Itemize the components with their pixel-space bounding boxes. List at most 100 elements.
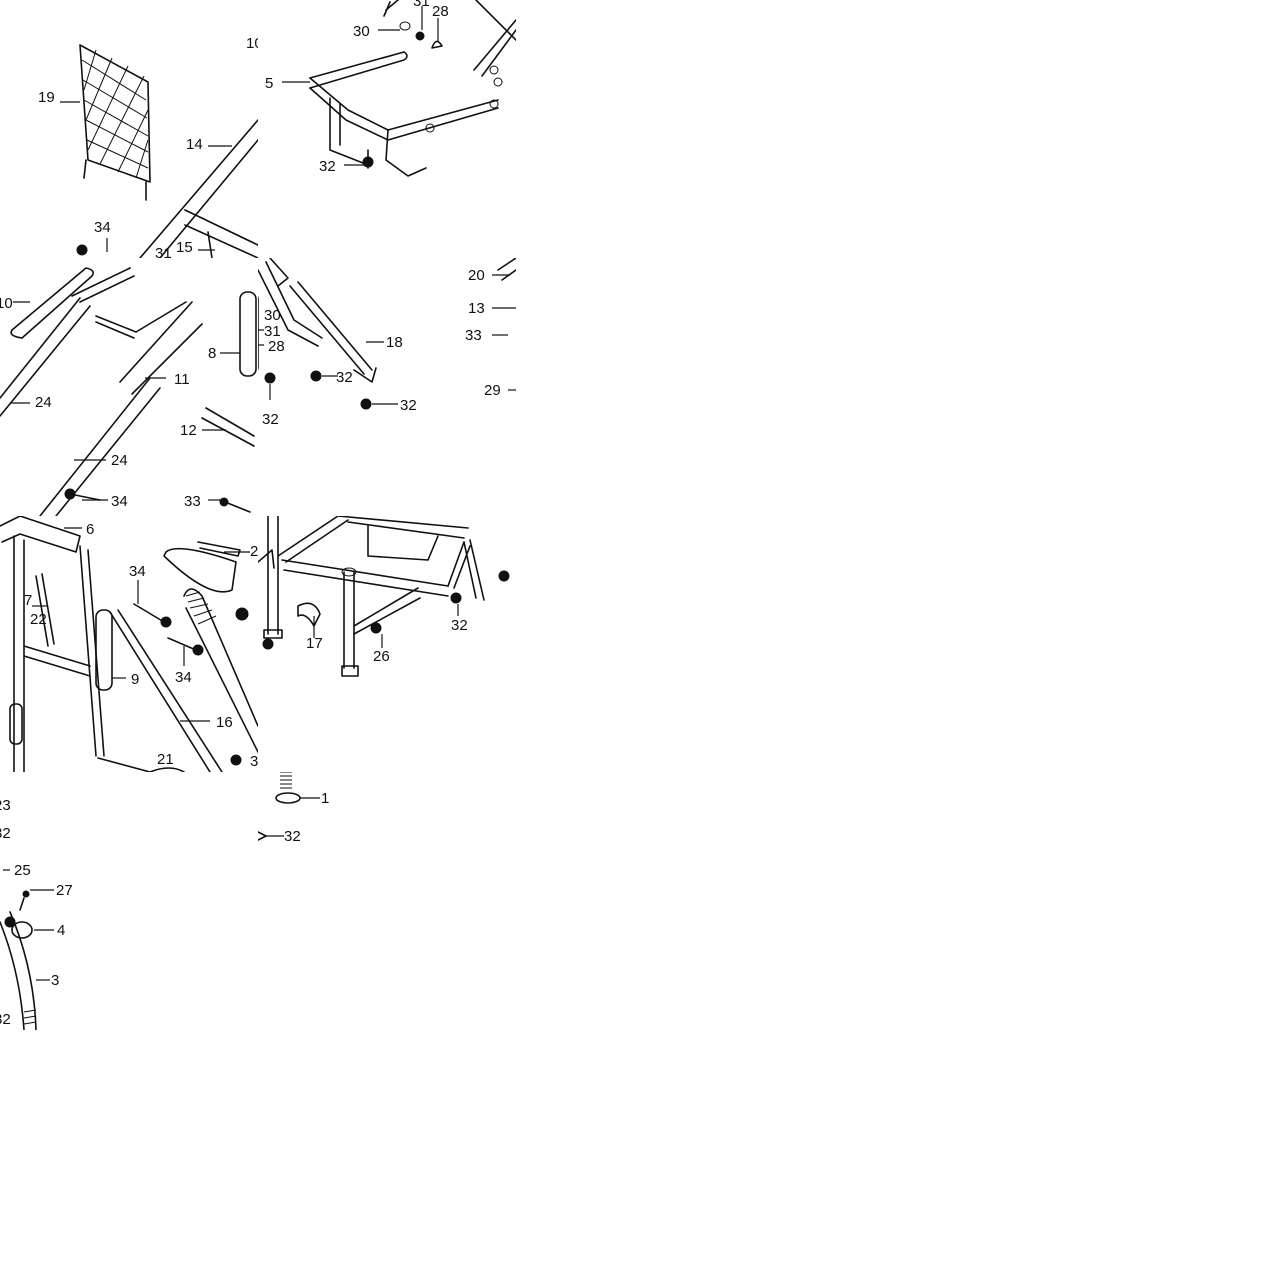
callout-28: 28 bbox=[432, 3, 449, 20]
bumper-5 bbox=[309, 51, 499, 177]
tile-front-frame: 6 7 22 9 16 34 34 21 2 3 bbox=[0, 516, 258, 772]
callout-9: 9 bbox=[131, 671, 139, 688]
callout-32: 32 bbox=[262, 411, 279, 428]
bolt-34 bbox=[64, 488, 101, 501]
stand-brace bbox=[353, 587, 421, 635]
handle-2 bbox=[163, 541, 241, 593]
callout-3: 3 bbox=[250, 753, 258, 770]
callout-32: 32 bbox=[336, 369, 353, 386]
callout-10: 10 bbox=[0, 295, 13, 312]
callout-32: 32 bbox=[0, 1011, 11, 1028]
callout-20: 20 bbox=[468, 267, 485, 284]
callout-33: 33 bbox=[184, 493, 201, 510]
callout-34: 34 bbox=[129, 563, 146, 580]
tile-rear-stays: 30 31 28 18 32 32 32 20 13 33 29 8 bbox=[258, 258, 516, 516]
callout-11: 11 bbox=[174, 371, 190, 388]
mid-labels-drawing: 8 12 33 bbox=[180, 291, 257, 513]
callout-16: 16 bbox=[216, 714, 233, 731]
stand-post bbox=[341, 567, 359, 677]
stay-22 bbox=[35, 573, 55, 647]
stay-bracket bbox=[258, 258, 323, 347]
clamp-17 bbox=[297, 602, 321, 627]
callout-31: 31 bbox=[155, 245, 172, 258]
bolt-34 bbox=[76, 244, 88, 256]
callout-31: 31 bbox=[264, 323, 281, 340]
callout-13: 13 bbox=[468, 300, 485, 317]
callout-32: 32 bbox=[400, 397, 417, 414]
spring-section bbox=[183, 588, 258, 753]
front-bumper-drawing: 5 30 31 28 32 bbox=[265, 0, 516, 177]
lower-parts-drawing: 23 32 25 27 4 3 32 bbox=[0, 797, 73, 1030]
callout-1: 1 bbox=[321, 790, 329, 807]
callout-8: 8 bbox=[208, 345, 216, 362]
callout-21: 21 bbox=[157, 751, 174, 768]
tile-cargo-net: 19 14 15 34 10 31 bbox=[0, 0, 258, 258]
callout-34: 34 bbox=[175, 669, 192, 686]
callout-24: 24 bbox=[111, 452, 128, 469]
callout-3: 3 bbox=[51, 972, 59, 989]
tile-lower-parts: 23 32 25 27 4 3 32 bbox=[0, 772, 258, 1030]
cargo-net-drawing: 19 14 15 34 10 31 bbox=[38, 35, 258, 258]
callout-22: 22 bbox=[30, 611, 47, 628]
pipe-16 bbox=[109, 609, 223, 772]
callout-25: 25 bbox=[14, 862, 31, 879]
chassis bbox=[277, 516, 485, 601]
callout-30: 30 bbox=[353, 23, 370, 40]
bolts-34 bbox=[133, 603, 249, 766]
clip-27 bbox=[19, 890, 30, 911]
bolt-32 bbox=[258, 831, 267, 841]
callout-10: 10 bbox=[246, 35, 258, 52]
callout-34: 34 bbox=[111, 493, 128, 510]
tile-fasteners: 1 32 bbox=[258, 772, 516, 872]
front-frame-drawing: 6 7 22 9 16 34 34 21 2 3 bbox=[0, 516, 258, 772]
callout-23: 23 bbox=[0, 797, 11, 814]
spring-1 bbox=[275, 772, 301, 804]
post-left bbox=[263, 516, 283, 639]
tile-front-bumper: 5 30 31 28 32 bbox=[258, 0, 516, 258]
tile-main-frame: 17 26 32 bbox=[258, 516, 516, 772]
bolts-32 bbox=[264, 370, 372, 410]
callout-4: 4 bbox=[57, 922, 65, 939]
tile-mid-labels: 8 12 33 bbox=[180, 258, 258, 516]
callout-17: 17 bbox=[306, 635, 323, 652]
callout-18: 18 bbox=[386, 334, 403, 351]
frame-tube bbox=[473, 0, 516, 87]
callout-30: 30 bbox=[264, 307, 281, 324]
nut-4 bbox=[4, 916, 33, 939]
grip-9 bbox=[95, 609, 113, 691]
handle-10 bbox=[10, 267, 94, 339]
callout-28: 28 bbox=[268, 338, 285, 355]
callout-24: 24 bbox=[35, 394, 52, 411]
handle-11 bbox=[0, 267, 203, 516]
grip-20 bbox=[497, 258, 516, 281]
callout-32: 32 bbox=[284, 828, 301, 845]
callout-32: 32 bbox=[451, 617, 468, 634]
main-frame-drawing: 17 26 32 bbox=[258, 516, 510, 677]
callout-32: 32 bbox=[319, 158, 336, 175]
fasteners-drawing: 1 32 bbox=[258, 772, 329, 845]
callout-5: 5 bbox=[265, 75, 273, 92]
callout-2: 2 bbox=[250, 543, 258, 560]
callout-29: 29 bbox=[484, 382, 501, 399]
callout-26: 26 bbox=[373, 648, 390, 665]
frame-6 bbox=[0, 516, 105, 772]
stay-18 bbox=[289, 281, 377, 383]
rear-stays-drawing: 30 31 28 18 32 32 32 20 13 33 29 8 bbox=[258, 258, 516, 428]
tile-handle-bars: 10 11 24 24 34 bbox=[0, 258, 258, 516]
callout-19: 19 bbox=[38, 89, 55, 106]
handle-bars-drawing: 10 11 24 24 34 bbox=[0, 267, 203, 516]
callout-6: 6 bbox=[86, 521, 94, 538]
cargo-net bbox=[79, 44, 151, 201]
callout-27: 27 bbox=[56, 882, 73, 899]
callout-34: 34 bbox=[94, 219, 111, 236]
callout-33: 33 bbox=[465, 327, 482, 344]
callout-12: 12 bbox=[180, 422, 197, 439]
callout-32: 32 bbox=[0, 825, 11, 842]
hardware bbox=[362, 0, 443, 169]
callout-14: 14 bbox=[186, 136, 203, 153]
callout-15: 15 bbox=[176, 239, 193, 256]
callout-7: 7 bbox=[24, 592, 32, 609]
callout-31: 31 bbox=[413, 0, 430, 10]
hardware bbox=[258, 549, 510, 650]
